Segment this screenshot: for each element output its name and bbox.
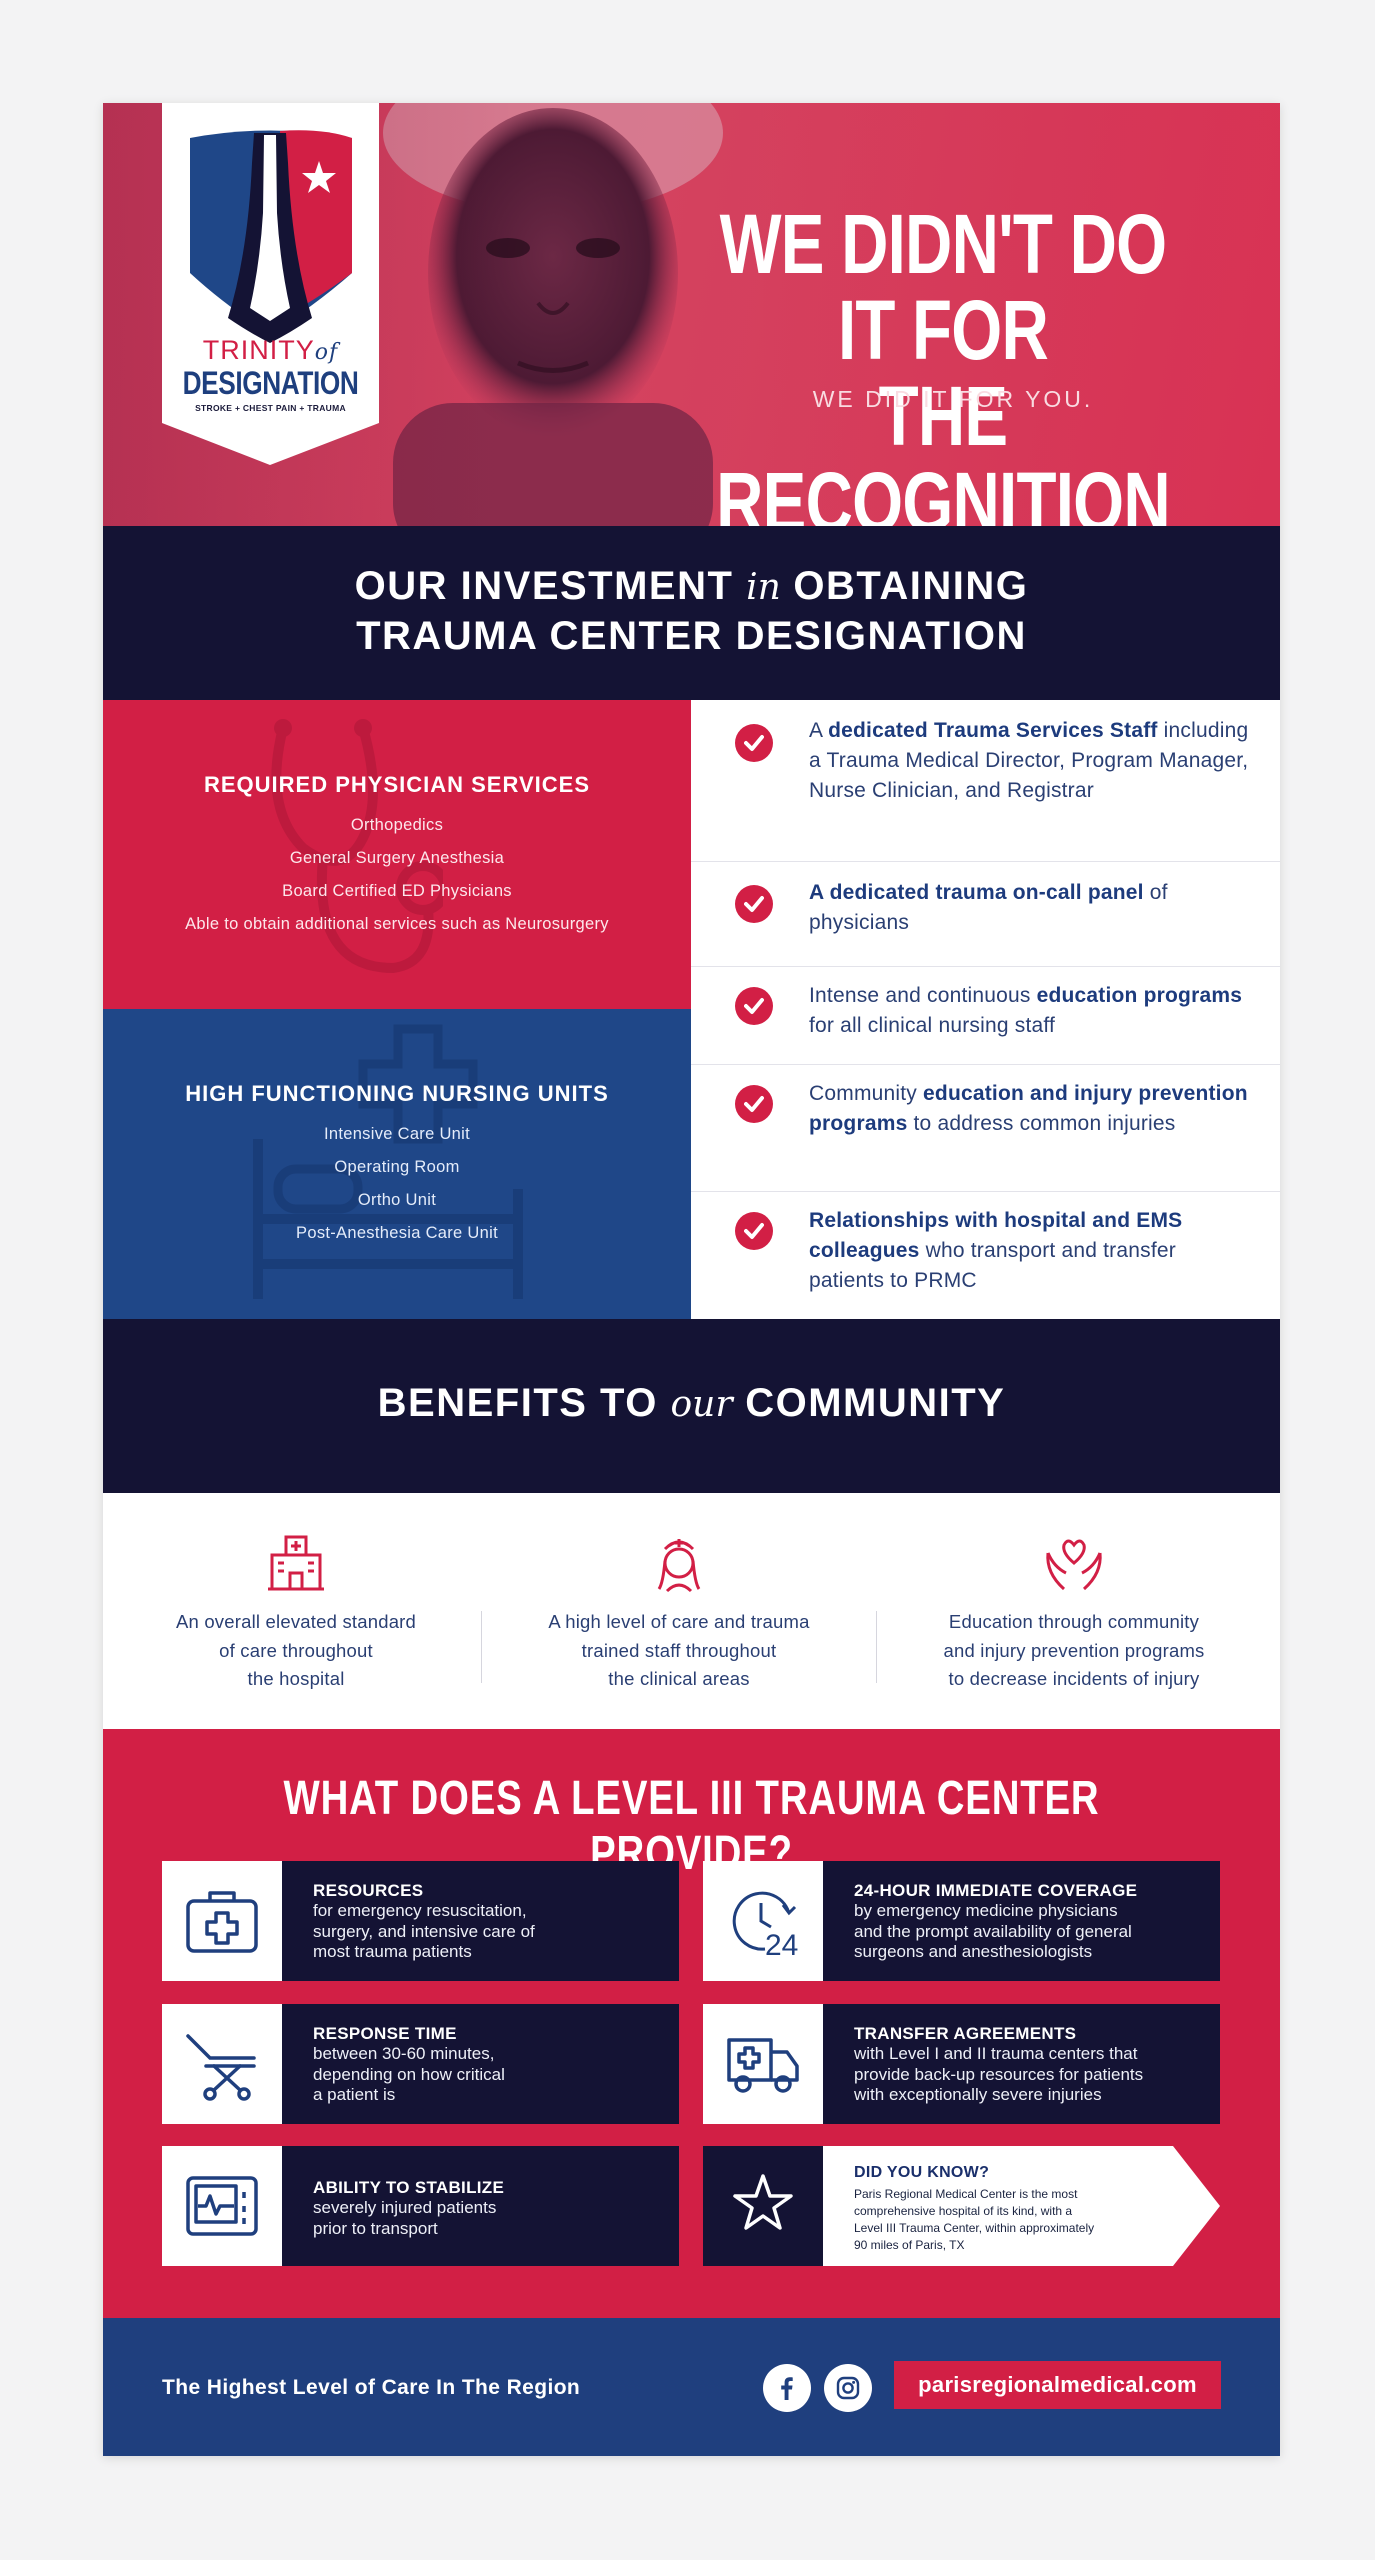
ambulance-icon (703, 2004, 823, 2124)
heart-hands-icon (1046, 1539, 1102, 1591)
logo-designation: DESIGNATION (182, 365, 359, 401)
check-icon (735, 724, 773, 762)
logo-trinity: TRINITY (202, 335, 315, 365)
arrow-banner (703, 2146, 1220, 2266)
nursing-list: Intensive Care Unit Operating Room Ortho… (103, 1118, 691, 1250)
list-item: Community education and injury preventio… (691, 1065, 1280, 1192)
physician-list: Orthopedics General Surgery Anesthesia B… (103, 809, 691, 941)
benefit-item: Education through community and injury p… (884, 1493, 1264, 1729)
hero-banner: TRINITYof DESIGNATION STROKE + CHEST PAI… (103, 103, 1280, 526)
list-item: General Surgery Anesthesia (289, 849, 505, 867)
benefits-heading: BENEFITS TO our COMMUNITY (103, 1319, 1280, 1493)
trinity-logo: TRINITYof DESIGNATION STROKE + CHEST PAI… (162, 103, 379, 465)
list-item: Intense and continuous education program… (691, 967, 1280, 1065)
stabilize-card: ABILITY TO STABILIZE severely injured pa… (162, 2146, 679, 2266)
svg-text:24: 24 (765, 1929, 798, 1959)
facebook-icon[interactable] (763, 2364, 811, 2412)
transfer-card: TRANSFER AGREEMENTS with Level I and II … (703, 2004, 1220, 2124)
list-item: A dedicated trauma on-call panel of phys… (691, 862, 1280, 967)
doctor-portrait (383, 103, 723, 526)
star-icon (302, 161, 336, 193)
first-aid-kit-icon (162, 1861, 282, 1981)
stretcher-icon (162, 2004, 282, 2124)
infographic-page: TRINITYof DESIGNATION STROKE + CHEST PAI… (103, 103, 1280, 2456)
nurse-icon (657, 1539, 701, 1593)
nursing-title: HIGH FUNCTIONING NURSING UNITS (185, 1081, 609, 1106)
hero-subtitle: WE DID IT FOR YOU. (812, 386, 1094, 412)
list-item: A dedicated Trauma Services Staff includ… (691, 700, 1280, 862)
level-title: WHAT DOES A LEVEL III TRAUMA CENTER PROV… (283, 1772, 1100, 1880)
logo-subtitle: STROKE + CHEST PAIN + TRAUMA (195, 403, 346, 413)
list-item: Post-Anesthesia Care Unit (296, 1224, 498, 1242)
hospital-bed-icon (253, 1024, 523, 1299)
stethoscope-icon (271, 719, 443, 974)
did-you-know-card: DID YOU KNOW? Paris Regional Medical Cen… (703, 2146, 1220, 2266)
investment-heading: OUR INVESTMENT in OBTAINING TRAUMA CENTE… (103, 526, 1280, 700)
check-icon (735, 1085, 773, 1123)
response-card: RESPONSE TIME between 30-60 minutes, dep… (162, 2004, 679, 2124)
list-item: Intensive Care Unit (323, 1125, 470, 1143)
level-three-section: WHAT DOES A LEVEL III TRAUMA CENTER PROV… (103, 1729, 1280, 2318)
physician-title: REQUIRED PHYSICIAN SERVICES (203, 772, 590, 797)
instagram-icon[interactable] (824, 2364, 872, 2412)
hospital-icon (268, 1535, 324, 1591)
clock-24-icon: 24 (703, 1861, 823, 1981)
footer-tagline: The Highest Level of Care In The Region (162, 2376, 581, 2399)
hero-title: WE DIDN'T DO IT FOR THE RECOGNITION (716, 197, 1170, 526)
check-icon (735, 1212, 773, 1250)
requirements-list: A dedicated Trauma Services Staff includ… (691, 700, 1280, 1319)
list-item: Orthopedics (350, 816, 444, 834)
benefit-item: A high level of care and trauma trained … (489, 1493, 869, 1729)
list-item: Relationships with hospital and EMS coll… (691, 1192, 1280, 1319)
divider (481, 1611, 482, 1683)
logo-badge (162, 103, 379, 465)
logo-of: of (314, 340, 339, 365)
check-icon (735, 987, 773, 1025)
coverage-card: 24 24-HOUR IMMEDIATE COVERAGE by emergen… (703, 1861, 1220, 1981)
list-item: Operating Room (334, 1158, 460, 1176)
website-button[interactable]: parisregionalmedical.com (894, 2361, 1221, 2409)
physician-services-panel: REQUIRED PHYSICIAN SERVICES Orthopedics … (103, 700, 691, 1009)
check-icon (735, 885, 773, 923)
list-item: Ortho Unit (357, 1191, 437, 1209)
benefit-item: An overall elevated standard of care thr… (106, 1493, 486, 1729)
benefits-section: An overall elevated standard of care thr… (103, 1493, 1280, 1729)
list-item: Board Certified ED Physicians (282, 882, 512, 900)
resources-card: RESOURCES for emergency resuscitation, s… (162, 1861, 679, 1981)
footer: The Highest Level of Care In The Region … (103, 2318, 1280, 2456)
heart-monitor-icon (162, 2146, 282, 2266)
list-item: Able to obtain additional services such … (185, 915, 609, 933)
star-icon (733, 2174, 793, 2230)
divider (876, 1611, 877, 1683)
nursing-units-panel: HIGH FUNCTIONING NURSING UNITS Intensive… (103, 1009, 691, 1319)
